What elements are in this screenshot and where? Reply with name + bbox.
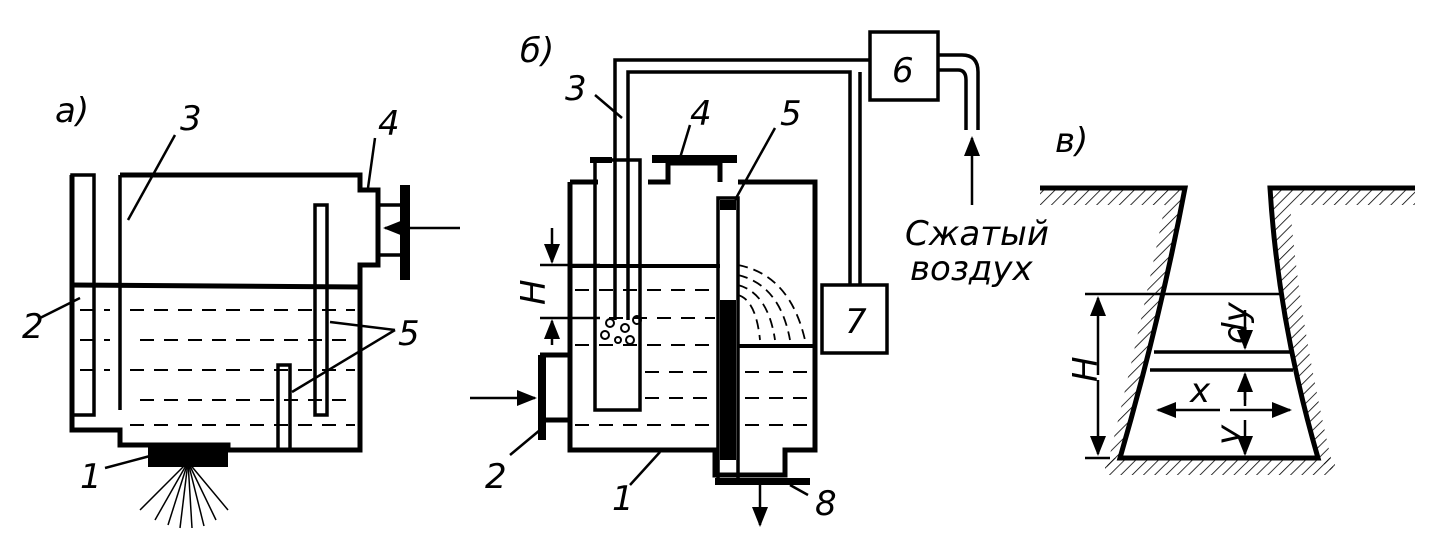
leader-4b <box>678 124 692 159</box>
label-b-H: H <box>514 279 554 305</box>
label-b-7: 7 <box>845 302 867 342</box>
label-a-2: 2 <box>22 307 44 347</box>
leader-1a <box>104 454 151 470</box>
label-b-5: 5 <box>780 94 802 134</box>
leader-5a2 <box>291 328 396 394</box>
label-b-8: 8 <box>815 484 837 524</box>
panel-c-title: в) <box>1055 121 1088 161</box>
ground-right <box>1270 188 1415 475</box>
label-a-1: 1 <box>80 457 102 497</box>
leader-5a1 <box>329 320 396 332</box>
ground-bottom <box>1105 458 1335 475</box>
flange-8 <box>715 478 810 485</box>
label-c-y: y <box>1209 424 1249 446</box>
tank-b-body <box>540 160 818 478</box>
liquid-b <box>575 289 810 426</box>
panel-b-title: б) <box>520 31 554 71</box>
tube-5b-cap <box>720 200 736 210</box>
bubbles <box>600 315 642 345</box>
label-c-dy: dy <box>1216 301 1256 344</box>
leader-8b <box>789 483 809 497</box>
tube-5a <box>313 203 329 417</box>
panel-a: а) 3 4 2 5 1 <box>22 91 460 529</box>
label-b-3: 3 <box>565 69 587 109</box>
leader-1b <box>629 451 661 486</box>
air-label-line2: воздух <box>910 249 1034 289</box>
box-7 <box>820 283 889 355</box>
tank-a-body <box>69 172 381 453</box>
label-b-2: 2 <box>485 457 507 497</box>
label-c-x: x <box>1189 371 1211 411</box>
flange-4b <box>652 155 737 163</box>
panel-a-title: а) <box>55 91 89 131</box>
label-b-1: 1 <box>612 479 634 519</box>
nozzle-1 <box>148 445 228 467</box>
tube-2 <box>70 173 96 417</box>
air-label-line1: Сжатый <box>905 214 1049 254</box>
vessel-profile <box>1040 185 1415 461</box>
tube-5b <box>276 363 292 452</box>
flange-4 <box>400 185 410 280</box>
leader-3b <box>594 94 623 119</box>
label-a-4: 4 <box>378 104 400 144</box>
air-outlet <box>938 53 980 130</box>
leader-4a <box>366 137 377 189</box>
box-6 <box>868 30 940 102</box>
spray-arcs <box>737 264 806 341</box>
leader-2a <box>39 296 81 320</box>
tube-5b-column <box>720 300 736 460</box>
flange-2 <box>538 355 546 440</box>
panel-b: б) 3 4 5 6 7 2 1 8 H Сжатый воздух <box>470 30 1049 527</box>
label-a-3: 3 <box>180 99 202 139</box>
leader-3a <box>126 134 177 221</box>
label-c-H: H <box>1066 356 1106 382</box>
liquid-surface-a <box>71 282 361 290</box>
panel-c: в) H dy x y <box>1040 121 1415 475</box>
label-b-4: 4 <box>690 94 712 134</box>
leader-5b <box>733 127 777 201</box>
inner-pipe-cap <box>590 157 612 163</box>
air-pipe <box>613 58 870 320</box>
spray <box>139 461 229 529</box>
ground-left <box>1040 188 1185 475</box>
label-b-6: 6 <box>892 51 914 91</box>
leader-2b <box>509 429 541 456</box>
label-a-5: 5 <box>398 314 420 354</box>
liquid-a <box>80 309 355 426</box>
inner-pipe <box>593 158 642 412</box>
